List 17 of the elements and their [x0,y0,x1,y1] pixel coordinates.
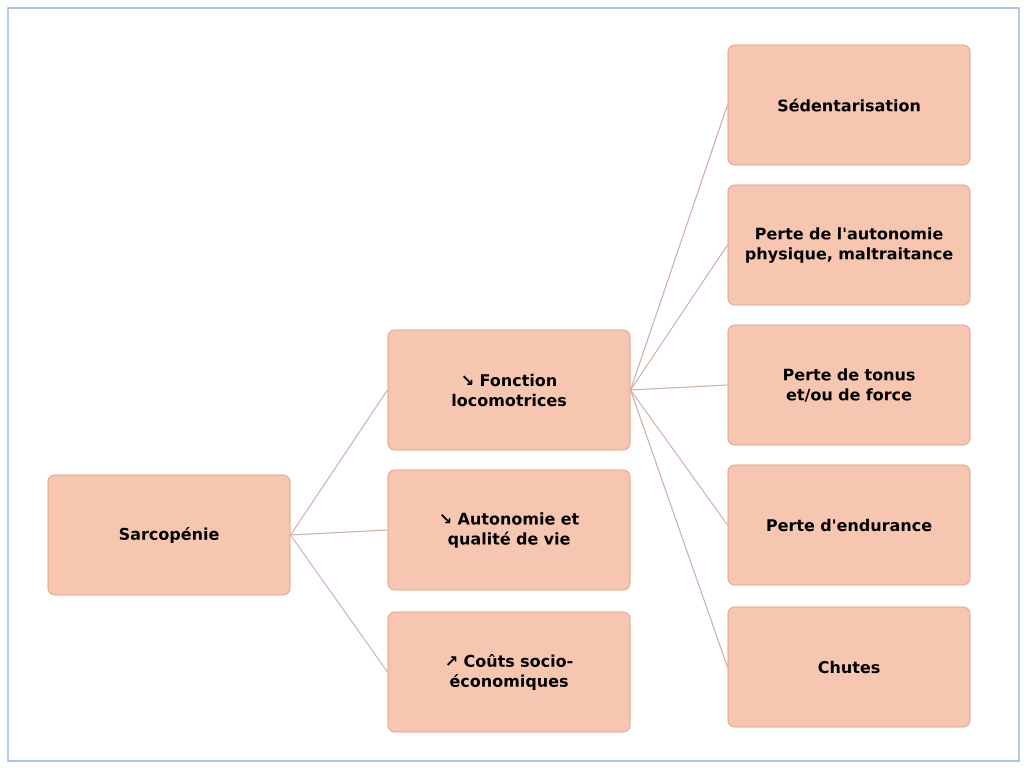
process-box: ↗ Coûts socio-économiques [387,611,631,733]
connector-line [290,529,388,536]
process-box: Sédentarisation [727,44,971,166]
connector-line [290,534,388,673]
process-box: Perte d'endurance [727,464,971,586]
process-box: Chutes [727,606,971,728]
connector-line [630,389,728,526]
process-box: Sarcopénie [47,474,291,596]
connector-line [630,104,728,391]
connector-line [630,244,728,391]
process-box: ↘ Autonomie et qualité de vie [387,469,631,591]
connector-line [290,389,388,536]
process-box: Perte de l'autonomie physique, maltraitance [727,184,971,306]
process-box: ↘ Fonction locomotrices [387,329,631,451]
connector-line [630,384,728,391]
process-box: Perte de tonus et/ou de force [727,324,971,446]
connector-line [630,389,728,668]
